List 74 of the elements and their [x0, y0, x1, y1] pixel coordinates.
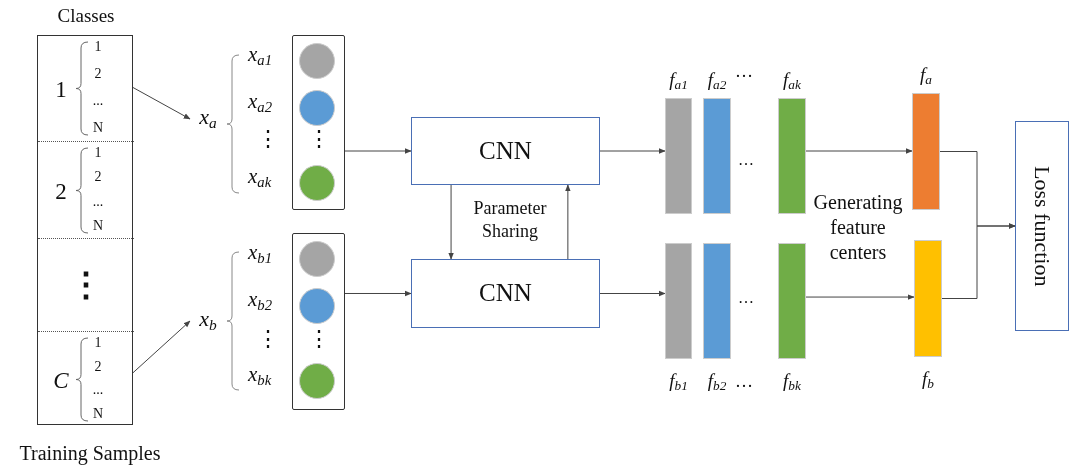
sample-dot [299, 90, 335, 126]
feature-bar [778, 243, 806, 359]
class-number: C [52, 368, 70, 392]
annotation: Parameter Sharing [472, 197, 548, 242]
ellipsis: … [734, 372, 754, 390]
sample-dot [299, 363, 335, 399]
arrow [344, 290, 412, 297]
arrow [565, 184, 571, 260]
variable-label: f$_{b}$ [921, 369, 935, 391]
arrow [599, 148, 666, 154]
variable-label: x$_{bk}$ [248, 364, 272, 388]
sample-index: N [91, 407, 105, 421]
feature-bar [703, 98, 731, 214]
feature-bar [665, 98, 692, 214]
variable-label: x$_{a}$ [190, 102, 226, 136]
sample-index: 1 [93, 336, 103, 350]
variable-label: f$_{a1}$ [668, 70, 689, 92]
ellipsis: ⋮ [308, 328, 324, 350]
sample-dot [299, 288, 335, 324]
sample-index: 2 [93, 170, 103, 185]
variable-label: f$_{a}$ [919, 65, 933, 87]
loss-function-box: Loss function [1015, 121, 1069, 331]
variable-label: f$_{bk}$ [782, 371, 802, 393]
sample-index: 1 [93, 146, 103, 160]
sample-index: ... [91, 194, 105, 209]
variable-label: x$_{b2}$ [248, 289, 272, 313]
ellipsis: … [737, 290, 755, 306]
arrow [805, 294, 915, 300]
annotation: Generating feature centers [812, 190, 904, 265]
feature-bar [778, 98, 806, 214]
heading: Classes [56, 6, 116, 25]
ellipsis: … [734, 62, 754, 80]
ellipsis: ⋮ [257, 328, 273, 350]
variable-label: x$_{a2}$ [248, 91, 272, 115]
sample-index: ... [91, 383, 105, 398]
class-number: 2 [54, 179, 68, 203]
sample-index: ... [91, 94, 105, 108]
node-label: Training Samples [18, 443, 162, 463]
sample-dot [299, 43, 335, 79]
variable-label: f$_{ak}$ [782, 70, 802, 92]
class-number: 1 [54, 77, 68, 101]
sample-index: 1 [93, 40, 103, 54]
sample-index: N [91, 121, 105, 135]
variable-label: f$_{b1}$ [668, 371, 689, 393]
arrow [805, 148, 913, 154]
arrow [448, 184, 454, 260]
variable-label: x$_{b1}$ [248, 242, 272, 266]
feature-bar [665, 243, 692, 359]
sample-column [292, 233, 345, 410]
ellipsis: ⋮ [68, 267, 104, 302]
arrow [344, 148, 412, 154]
sample-column [292, 35, 345, 210]
sample-dot [299, 241, 335, 277]
variable-label: x$_{b}$ [190, 304, 226, 338]
ellipsis: ⋮ [257, 128, 273, 150]
feature-bar [912, 93, 940, 210]
ellipsis: … [737, 152, 755, 168]
variable-label: f$_{a2}$ [706, 70, 728, 92]
process-box: CNN [411, 259, 600, 328]
arrow [132, 320, 191, 374]
feature-bar [703, 243, 731, 359]
sample-dot [299, 165, 335, 201]
variable-label: x$_{a1}$ [248, 44, 272, 68]
sample-index: 2 [93, 359, 103, 374]
feature-bar [914, 240, 942, 357]
arrow [941, 223, 1016, 299]
arrow [599, 290, 666, 297]
sample-index: 2 [93, 67, 103, 81]
variable-label: f$_{b2}$ [706, 371, 728, 393]
arrow [132, 87, 191, 120]
sample-index: N [91, 219, 105, 233]
variable-label: x$_{ak}$ [248, 166, 272, 190]
ellipsis: ⋮ [308, 128, 324, 150]
process-box: CNN [411, 117, 600, 185]
